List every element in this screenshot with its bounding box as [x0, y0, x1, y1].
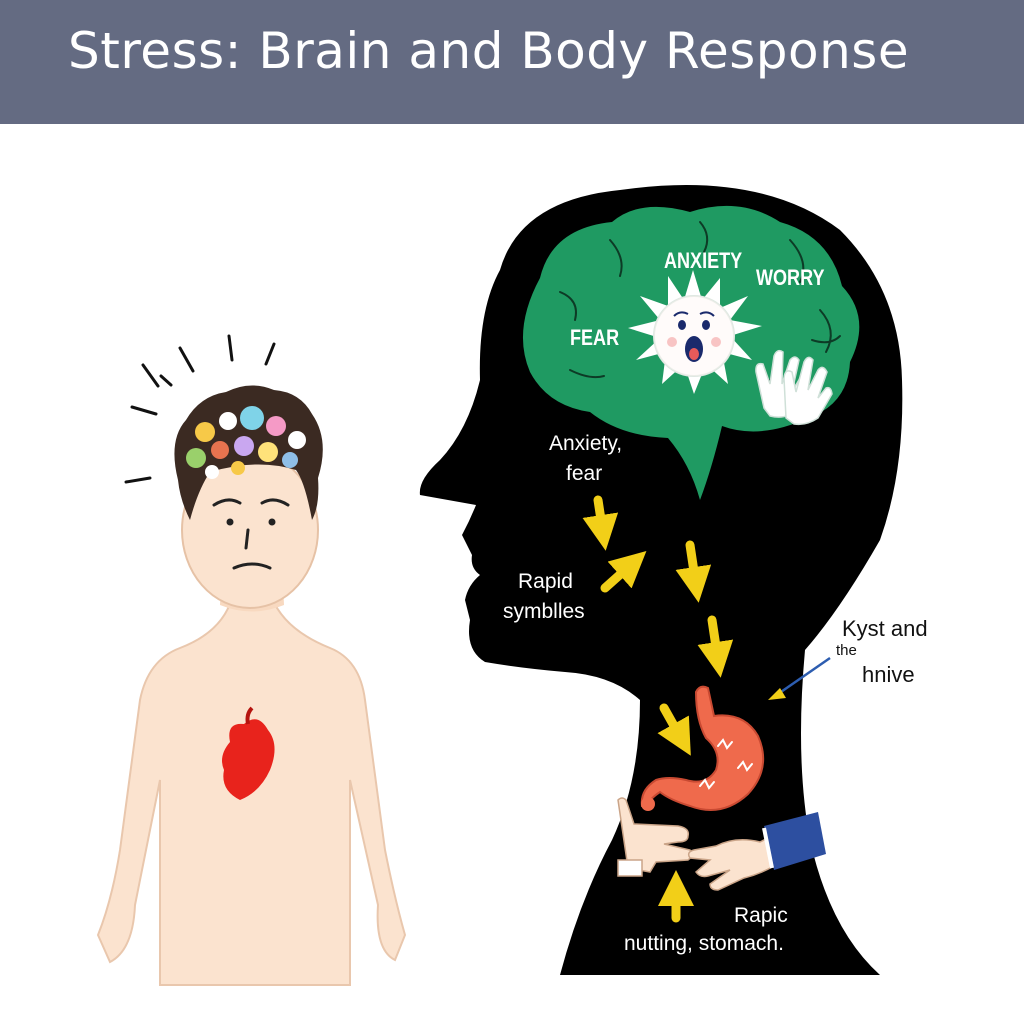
stressed-person-figure — [98, 336, 405, 985]
label-rapid-line2: symblles — [503, 600, 585, 624]
brain-word-fear: FEAR — [570, 325, 619, 351]
brain-word-anxiety: ANXIETY — [664, 248, 742, 274]
label-anxiety-fear-line1: Anxiety, — [549, 432, 622, 456]
label-anxiety-fear-line2: fear — [566, 462, 602, 486]
label-rapid-line1: Rapid — [518, 570, 573, 594]
arrow — [690, 545, 696, 585]
arrow — [598, 500, 603, 533]
label-rapic-line1: Rapic — [734, 904, 788, 928]
arrow — [712, 620, 718, 660]
label-kyst-line3: hnive — [862, 662, 915, 688]
brain-word-worry: WORRY — [756, 265, 824, 291]
label-kyst-line2: the — [836, 642, 857, 659]
label-kyst-line1: Kyst and — [842, 616, 928, 642]
label-rapic-line2: nutting, stomach. — [624, 932, 784, 956]
